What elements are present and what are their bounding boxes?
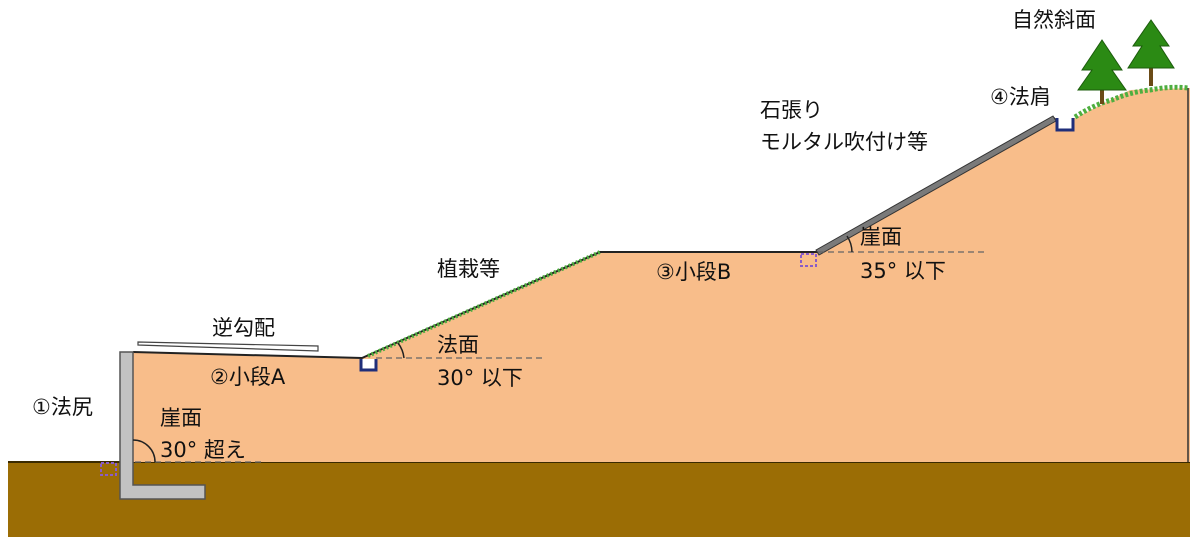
hidden-gutter-berm-b [800,253,817,267]
label-toe: ①法尻 [32,395,93,419]
label-natural-slope: 自然斜面 [1012,8,1096,32]
label-slope-angle: 30° 以下 [437,366,523,390]
label-cliff-angle-1: 30° 超え [160,438,246,462]
label-berm-a: ②小段A [210,365,286,389]
label-cliff-angle-2: 35° 以下 [860,259,946,283]
tree-icon [1127,19,1175,86]
label-stone-pitching: 石張り [760,98,823,122]
label-slope-face: 法面 [437,333,479,357]
angle-arc-3 [846,235,853,253]
gutter-berm-a [359,359,378,372]
natural-slope-vegetation [1073,84,1189,120]
embankment-body [133,88,1190,462]
angle-arc-2 [397,342,405,359]
label-shoulder: ④法肩 [990,85,1051,109]
label-berm-b: ③小段B [656,260,731,284]
label-reverse-gradient: 逆勾配 [212,316,275,340]
label-mortar-spray: モルタル吹付け等 [760,130,928,154]
tree-icon [1077,39,1127,104]
reverse-gradient-bar [137,341,319,352]
angle-arc-1 [132,439,156,463]
retaining-wall [119,351,206,500]
label-planting: 植栽等 [437,257,500,281]
label-cliff-face-1: 崖面 [160,406,202,430]
hidden-gutter-toe [100,462,117,476]
gutter-shoulder [1055,118,1075,132]
label-cliff-face-2: 崖面 [860,225,902,249]
